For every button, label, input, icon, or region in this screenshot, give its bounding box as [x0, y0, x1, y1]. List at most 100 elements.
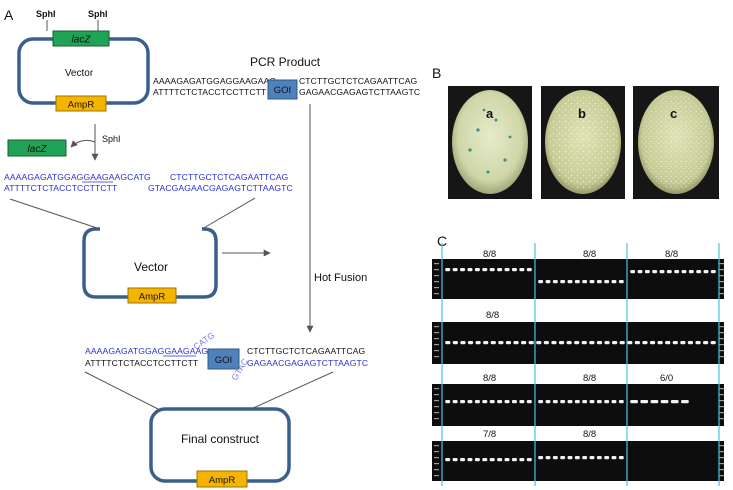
gel-band — [619, 341, 625, 345]
lacz-box-top — [52, 30, 110, 47]
gel-ladder-band — [434, 469, 439, 471]
gel-ladder-band — [719, 332, 724, 334]
gel-band — [652, 270, 658, 274]
gel-band — [642, 341, 648, 345]
gel-label: 8/8 — [483, 249, 496, 260]
gel-band — [445, 458, 451, 462]
gel-band — [574, 456, 580, 460]
gel-label: 8/8 — [583, 373, 596, 384]
gel-ladder-band — [719, 412, 724, 414]
gel-band — [545, 456, 551, 460]
gel-band — [604, 280, 610, 284]
gel-band — [604, 456, 610, 460]
gel-ladder-band — [719, 344, 724, 346]
gel-ladder-band — [719, 463, 724, 465]
gel-ladder-band — [434, 406, 439, 408]
gel-band — [504, 400, 510, 404]
gel-band — [482, 268, 488, 272]
gel-band — [467, 341, 474, 345]
gel-ladder-band — [719, 445, 724, 447]
gel-band — [637, 270, 643, 274]
gel-band — [618, 400, 624, 404]
gel-band — [511, 400, 517, 404]
gel-band — [665, 341, 671, 345]
gel-ladder-band — [434, 445, 439, 447]
gel-band — [589, 280, 595, 284]
gel-strip — [432, 441, 724, 481]
gel-band — [657, 341, 663, 345]
vector-label-top: Vector — [65, 68, 94, 79]
final-funnel-right — [250, 371, 334, 410]
gel-ladder-band — [719, 418, 724, 420]
gel-strip — [432, 259, 724, 299]
gel-band — [688, 270, 694, 274]
gel-band — [526, 458, 532, 462]
digest-right-top: CTCTTGCTCTCAGAATTCAG — [170, 172, 289, 182]
gel-band — [596, 280, 602, 284]
gel-band — [627, 341, 633, 345]
gel-ladder-band — [719, 281, 724, 283]
gel-ladder-band — [719, 293, 724, 295]
funnel-line-left — [9, 198, 101, 230]
gel-band — [560, 400, 566, 404]
pcr-top-right: CTCTTGCTCTCAGAATTCAG — [299, 76, 418, 86]
gel-band — [452, 458, 458, 462]
gel-ladder-band — [719, 457, 724, 459]
funnel-line-right — [201, 197, 256, 230]
gel-band — [672, 341, 678, 345]
gel-band — [460, 458, 466, 462]
pcr-top-left: AAAAGAGATGGAGGAAGAAG — [153, 76, 276, 86]
lacz-fragment — [7, 139, 67, 157]
gel-band — [452, 268, 458, 272]
gel-band — [483, 341, 489, 345]
gel-band — [538, 280, 544, 284]
gel-band — [558, 341, 565, 345]
gel-ladder-band — [434, 350, 439, 352]
gel-band — [687, 341, 694, 345]
gel-band — [452, 341, 458, 345]
gel-label: 8/8 — [583, 429, 596, 440]
gel-band — [680, 341, 686, 345]
gel-band — [460, 341, 466, 345]
gel-band — [474, 400, 480, 404]
gel-ladder-band — [434, 463, 439, 465]
gel-band — [475, 341, 481, 345]
ampr-box-mid — [127, 287, 177, 304]
gel-band — [611, 400, 617, 404]
gel-band — [666, 270, 672, 274]
gel-band — [670, 400, 679, 404]
gel-band — [644, 270, 650, 274]
gel-band — [659, 270, 665, 274]
goi-box-pcr — [267, 79, 298, 100]
gel-ladder-band — [434, 263, 439, 265]
sphi-label-right: SphI — [88, 9, 108, 19]
sphi-label-left: SphI — [36, 9, 56, 19]
gel-band — [504, 458, 510, 462]
final-top-left: AAAAGAGATGGAGGAAGAAG — [85, 346, 208, 356]
gel-ladder-band — [434, 475, 439, 477]
pcr-bottom-left: ATTTTCTCTACCTCCTTCTT — [153, 87, 267, 97]
gel-band — [703, 341, 709, 345]
gel-band — [538, 456, 544, 460]
gel-ladder-band — [719, 287, 724, 289]
gel-ladder-band — [434, 287, 439, 289]
gel-ladder-band — [434, 281, 439, 283]
gel-band — [552, 400, 558, 404]
lacz-label-top: lacZ — [72, 35, 92, 46]
gel-ladder-band — [434, 356, 439, 358]
gel-band — [589, 341, 595, 345]
gel-band — [445, 268, 451, 272]
plate-a-dish — [452, 90, 528, 194]
gel-band — [498, 341, 504, 345]
digest-left-bottom: ATTTTCTCTACCTCCTTCTT — [4, 183, 118, 193]
gel-band — [630, 400, 638, 404]
gel-band — [445, 341, 451, 345]
gel-band — [504, 268, 510, 272]
gel-ladder-band — [719, 469, 724, 471]
gel-band — [511, 458, 517, 462]
gel-band — [467, 458, 473, 462]
gel-band — [660, 400, 669, 404]
gel-band — [460, 400, 466, 404]
gel-ladder-band — [434, 326, 439, 328]
gel-ladder-band — [434, 344, 439, 346]
